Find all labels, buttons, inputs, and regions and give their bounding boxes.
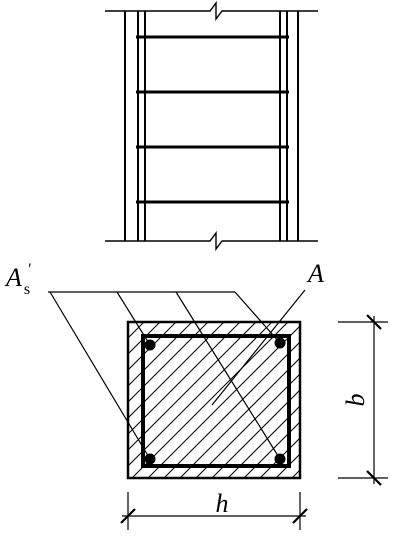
dimension-b: [338, 314, 388, 486]
label-depth-h: h: [216, 489, 229, 518]
stirrup-loop: [141, 334, 291, 468]
column-cross-section: [48, 289, 306, 480]
hatch-line: [179, 357, 300, 478]
hatch-line: [128, 322, 209, 403]
hatch-line: [227, 405, 300, 478]
hatch-line: [128, 322, 193, 387]
hatch-line: [131, 322, 289, 478]
hatch-line: [275, 453, 300, 478]
dimension-h: [120, 492, 308, 530]
hatch-line: [128, 322, 145, 339]
leader-lines-compression-steel: [48, 291, 281, 460]
top-break-line: [105, 0, 318, 22]
section-outline: [126, 320, 302, 480]
hatch-line: [128, 322, 257, 451]
bottom-break-line: [105, 230, 318, 252]
label-section-area: A: [306, 259, 324, 288]
hatch-line: [128, 322, 129, 323]
hatch-line: [128, 322, 273, 467]
hatch-line: [128, 322, 241, 435]
hatch-line: [243, 421, 300, 478]
leader-line-section-area: [211, 289, 306, 406]
hatch-line: [259, 437, 300, 478]
hatch-line: [195, 373, 300, 478]
hatch-line: [163, 341, 300, 478]
hatch-line: [128, 322, 225, 419]
hatch-line: [128, 322, 161, 355]
column-elevation: [105, 0, 318, 252]
label-width-b: b: [341, 394, 370, 407]
